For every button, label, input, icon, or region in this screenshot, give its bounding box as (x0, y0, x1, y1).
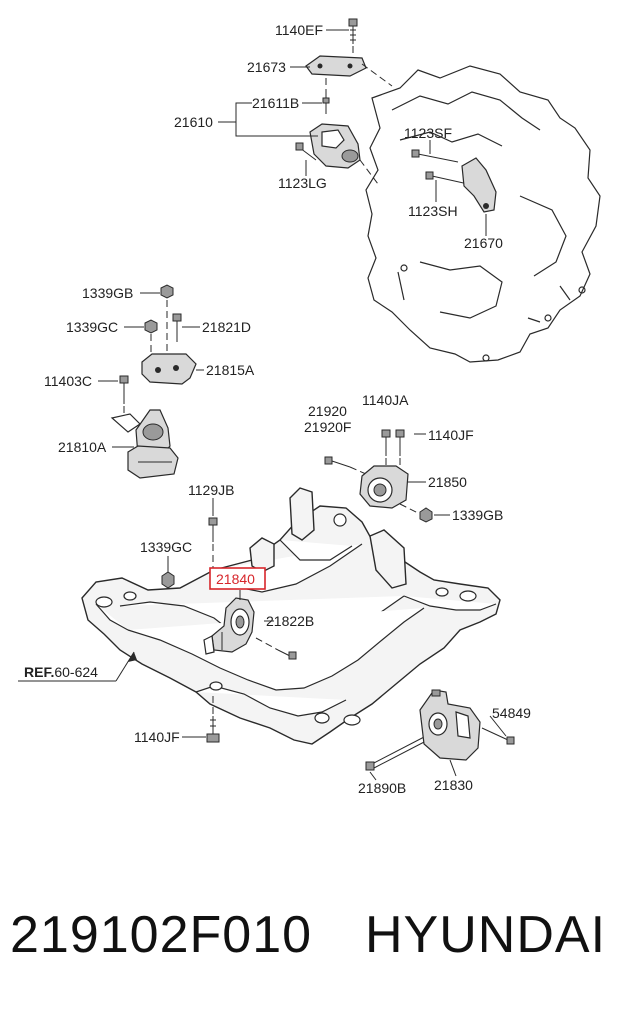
callout-1339gc-mid: 1339GC (140, 539, 192, 555)
engine-mount-21670-group (411, 149, 497, 213)
callout-21610: 21610 (174, 114, 213, 130)
callout-1123lg: 1123LG (278, 175, 327, 191)
callout-21810a: 21810A (58, 439, 107, 455)
callout-1140ef: 1140EF (275, 22, 323, 38)
part-number: 219102F010 (10, 906, 313, 964)
callout-21890b: 21890B (358, 780, 406, 796)
callout-1129jb: 1129JB (188, 482, 234, 498)
ref-label: REF.60-624 (24, 664, 98, 680)
ref-number: 60-624 (54, 664, 98, 680)
callout-21670: 21670 (464, 235, 503, 251)
callout-21673: 21673 (247, 59, 286, 75)
brand-name: HYUNDAI (365, 906, 607, 964)
callout-1140jf-right: 1140JF (428, 427, 474, 443)
callout-21850: 21850 (428, 474, 467, 490)
footer-caption: 219102F010 HYUNDAI (10, 905, 610, 975)
highlight-box-21840 (209, 567, 266, 590)
callout-1339gc-top: 1339GC (66, 319, 118, 335)
callout-21840: 21840 (216, 571, 255, 587)
bolt-1140jf-bottom (206, 696, 220, 743)
callout-21815a: 21815A (206, 362, 255, 378)
leader-lines (18, 29, 507, 781)
parts-diagram: 1140EF 21673 21611B 21610 1123SF 1123LG … (18, 18, 601, 796)
callout-21611b: 21611B (252, 95, 299, 111)
callout-54849: 54849 (492, 705, 531, 721)
callout-1140ja: 1140JA (362, 392, 409, 408)
callout-1123sh: 1123SH (408, 203, 458, 219)
fasteners-mid-left (161, 517, 218, 589)
ref-prefix: REF. (24, 664, 54, 680)
callout-21920f: 21920F (304, 419, 351, 435)
callout-21821d: 21821D (202, 319, 251, 335)
engine-mount-21850-group (324, 429, 433, 523)
callout-11403c: 11403C (44, 373, 92, 389)
engine-mount-21610-group (295, 18, 393, 185)
engine-mount-21810a-group (110, 284, 197, 479)
callout-21822b: 21822B (266, 613, 314, 629)
engine-mount-21840 (203, 597, 297, 660)
engine-mount-21830-group (365, 689, 515, 771)
callout-labels: 1140EF 21673 21611B 21610 1123SF 1123LG … (24, 22, 531, 796)
callout-1339gb-mid: 1339GB (452, 507, 503, 523)
engine-block-outline (365, 65, 601, 363)
callout-1140jf-bottom: 1140JF (134, 729, 180, 745)
callout-21920: 21920 (308, 403, 347, 419)
callout-21830: 21830 (434, 777, 473, 793)
callout-1123sf: 1123SF (404, 125, 452, 141)
callout-1339gb-top: 1339GB (82, 285, 133, 301)
